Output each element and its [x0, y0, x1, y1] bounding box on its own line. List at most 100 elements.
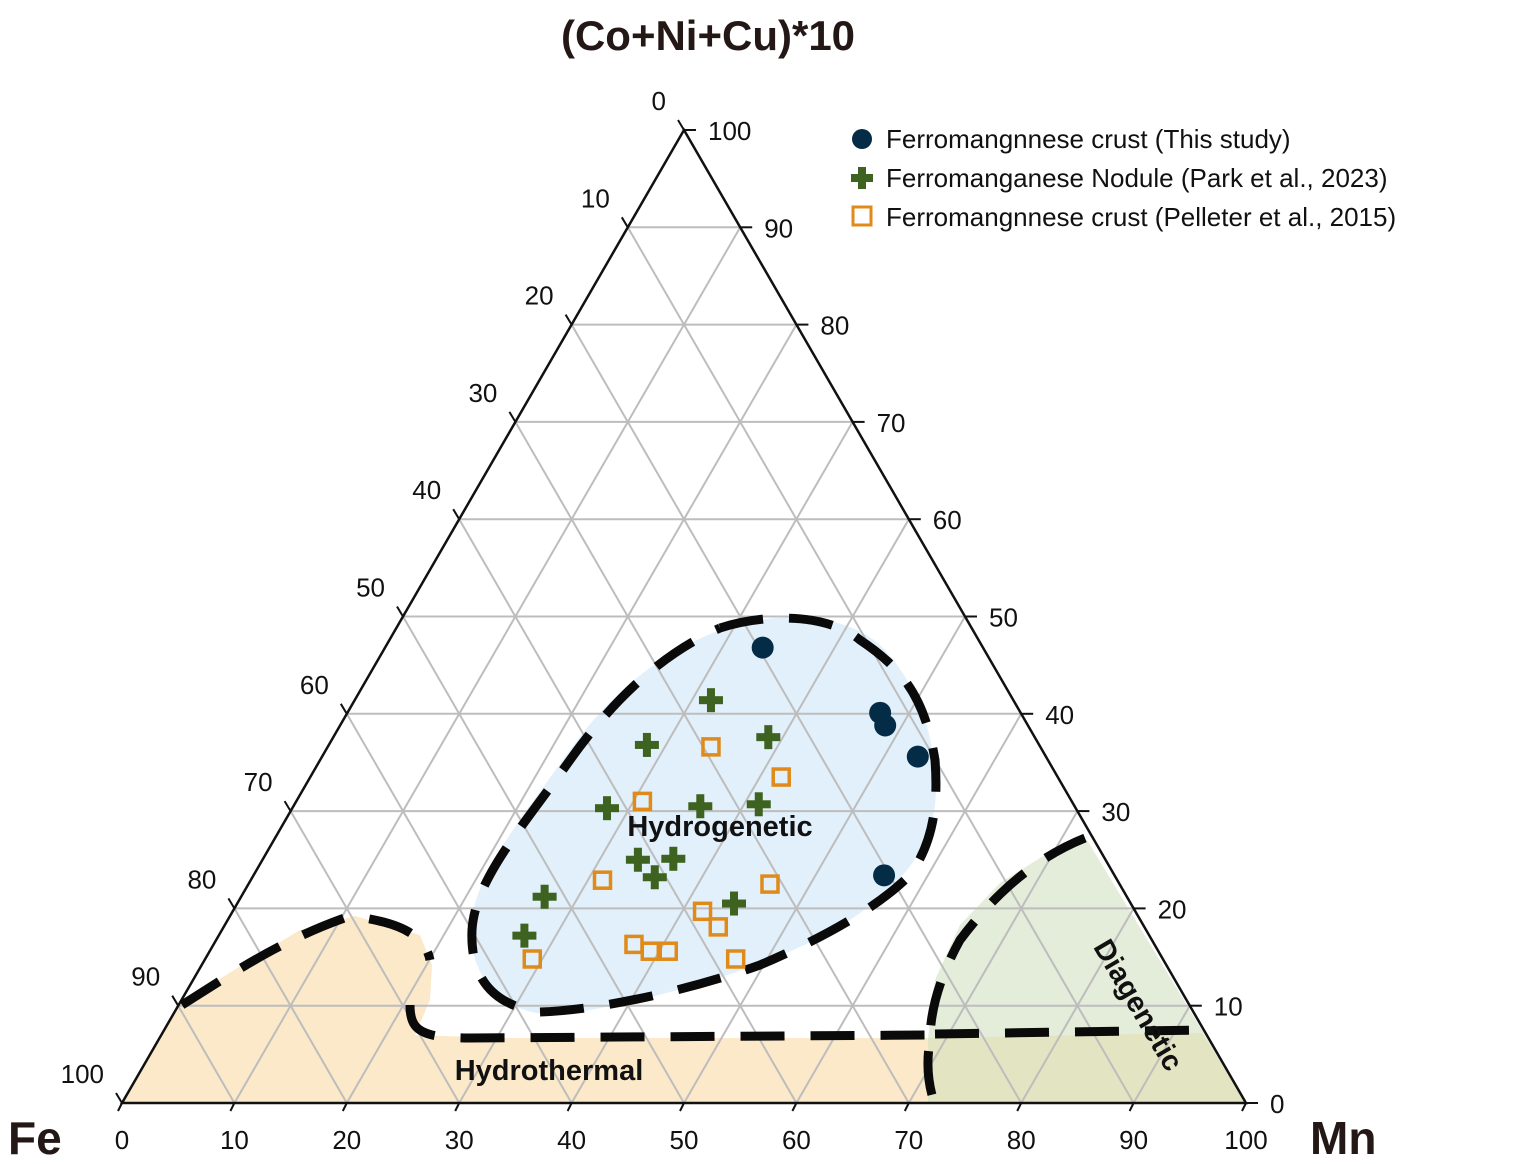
left-tick-label: 10 [581, 183, 610, 213]
tick [454, 1102, 461, 1112]
legend-circle-icon [852, 129, 872, 149]
nodule-park-point [595, 796, 620, 821]
grid-line [626, 226, 1135, 1104]
left-tick-label: 30 [468, 378, 497, 408]
right-tick-label: 60 [933, 505, 962, 535]
hydrogenetic-boundary [467, 613, 941, 1017]
tick-labels: 0001010102020203030304040405050506060607… [61, 86, 1285, 1155]
hydrothermal-boundary [179, 911, 931, 1043]
right-tick-label: 40 [1045, 700, 1074, 730]
bottom-tick-label: 90 [1119, 1125, 1148, 1155]
grid-line [233, 907, 348, 1104]
grid-line [458, 421, 854, 1104]
tick [679, 1102, 685, 1112]
overlap-region [928, 1033, 1246, 1103]
nodule-park-point [756, 725, 781, 750]
left-tick-label: 60 [300, 670, 329, 700]
bottom-tick-label: 0 [115, 1125, 129, 1155]
crust-pelleter-point [708, 917, 729, 937]
bottom-tick-label: 10 [220, 1125, 249, 1155]
nodule-park-point [698, 688, 723, 713]
left-tick-label: 70 [244, 767, 273, 797]
crust-pelleter-point [760, 874, 780, 894]
nodule-park-point [625, 847, 650, 872]
bottom-tick-label: 40 [557, 1125, 586, 1155]
hydrogenetic-label: Hydrogenetic [627, 811, 812, 843]
tick [396, 605, 404, 618]
left-tick-label: 50 [356, 573, 385, 603]
nodule-park-point [512, 923, 537, 948]
right-tick-label: 50 [989, 603, 1018, 633]
grid-line [1020, 907, 1135, 1104]
fe-corner-label: Fe [8, 1112, 62, 1164]
crust-this-study-point [751, 636, 774, 659]
grid-line [1132, 1005, 1191, 1104]
tick [283, 800, 292, 812]
tick [229, 1102, 236, 1112]
bottom-tick-label: 80 [1007, 1125, 1036, 1155]
bottom-tick-label: 60 [782, 1125, 811, 1155]
data-points [512, 636, 929, 969]
nodule-park-point [722, 891, 747, 916]
crust-pelleter-point [725, 949, 746, 969]
left-tick-label: 0 [652, 86, 666, 116]
nodule-park-point [532, 884, 557, 909]
hydrothermal-label: Hydrothermal [455, 1055, 644, 1087]
crust-pelleter-point [632, 791, 653, 812]
left-tick-label: 90 [131, 962, 160, 992]
bottom-tick-label: 70 [894, 1125, 923, 1155]
tick [564, 314, 573, 326]
nodule-park-point [661, 846, 686, 871]
legend: Ferromangnnese crust (This study) Ferrom… [851, 124, 1396, 232]
tick [452, 508, 461, 520]
crust-pelleter-point [701, 737, 721, 757]
hydrothermal-region [122, 916, 930, 1103]
legend-square-icon [851, 205, 873, 227]
nodule-park-point [746, 792, 771, 817]
right-tick-label: 80 [820, 311, 849, 341]
bottom-tick-label: 20 [332, 1125, 361, 1155]
tick [227, 897, 236, 909]
legend-item-this-study: Ferromangnnese crust (This study) [886, 124, 1291, 154]
bottom-tick-label: 50 [670, 1125, 699, 1155]
tick [1128, 1102, 1135, 1112]
tick [171, 995, 180, 1007]
crust-pelleter-point [692, 901, 713, 922]
tick [115, 1092, 123, 1104]
grid-line [233, 226, 742, 1104]
tick [339, 703, 348, 715]
crust-this-study-point [873, 864, 896, 887]
chart-title: (Co+Ni+Cu)*10 [561, 12, 855, 59]
tick [677, 119, 685, 131]
left-tick-label: 100 [61, 1059, 104, 1089]
crust-pelleter-point [640, 941, 661, 961]
grid-line [514, 421, 910, 1104]
crust-this-study-point [906, 745, 929, 768]
left-tick-label: 20 [525, 281, 554, 311]
right-tick-label: 70 [877, 408, 906, 438]
legend-item-park-2023: Ferromanganese Nodule (Park et al., 2023… [886, 163, 1388, 193]
tick [791, 1102, 798, 1112]
crust-pelleter-point [771, 767, 791, 787]
right-tick-label: 20 [1158, 894, 1187, 924]
right-tick-label: 100 [708, 116, 751, 146]
right-tick-label: 30 [1101, 797, 1130, 827]
left-tick-label: 80 [187, 864, 216, 894]
crust-pelleter-point [592, 870, 613, 890]
left-tick-label: 40 [412, 475, 441, 505]
nodule-park-point [634, 732, 659, 757]
right-tick-label: 0 [1270, 1089, 1284, 1119]
bottom-tick-label: 100 [1224, 1125, 1267, 1155]
crust-pelleter-point [658, 941, 679, 961]
grid-line [177, 1005, 236, 1104]
crust-pelleter-point [522, 949, 543, 969]
grid-line [402, 615, 685, 1104]
bottom-tick-label: 30 [445, 1125, 474, 1155]
diagenetic-boundary [923, 833, 1206, 1107]
tick [566, 1102, 573, 1112]
crust-this-study-point [874, 714, 897, 737]
grid-lines [177, 226, 1191, 1104]
field-boundaries [179, 613, 1206, 1107]
nodule-park-point [642, 865, 667, 890]
